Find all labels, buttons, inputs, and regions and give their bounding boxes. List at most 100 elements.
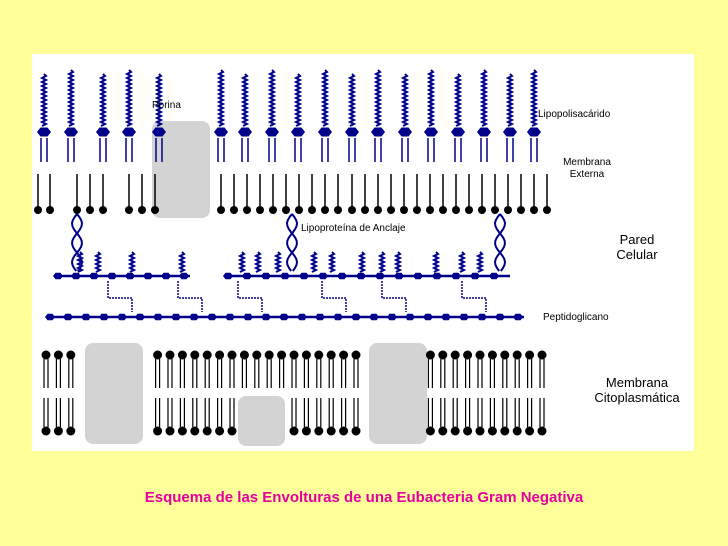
inner-lipid-head [438, 350, 448, 360]
glycan-unit [477, 313, 487, 321]
glycan-unit [351, 313, 361, 321]
lipoprotein-strand [285, 213, 298, 272]
lps-head [214, 127, 228, 137]
glycan-unit [394, 272, 404, 280]
outer-lipid-head [269, 206, 277, 214]
inner-lipid-head [227, 426, 237, 436]
lps-sugar-chain [240, 73, 250, 127]
glycan-unit [53, 272, 63, 280]
glycan-unit [459, 313, 469, 321]
glycan-unit [135, 313, 145, 321]
lps-sugar-chain [124, 69, 134, 127]
outer-lipid-head [295, 206, 303, 214]
glycan-unit [318, 272, 328, 280]
lps-sugar-chain [267, 69, 277, 127]
glycan-unit [242, 272, 252, 280]
lps-sugar-chain [154, 73, 164, 127]
lps-sugar-chain [66, 69, 76, 127]
glycan-unit [117, 313, 127, 321]
glycan-unit [71, 272, 81, 280]
inner-lipid-head [525, 350, 535, 360]
inner-lipid-head [177, 426, 187, 436]
glycan-unit [81, 313, 91, 321]
glycan-unit [279, 313, 289, 321]
label-membrana-citoplasmatica-line2: Citoplasmática [594, 390, 680, 405]
inner-lipid-head [512, 426, 522, 436]
inner-lipid-head [165, 426, 175, 436]
glycan-unit [171, 313, 181, 321]
lps-sugar-chain [98, 73, 108, 127]
peptide-crosslink [177, 281, 203, 312]
label-membrana-citoplasmatica-line1: Membrana [605, 375, 669, 390]
inner-lipid-head [165, 350, 175, 360]
glycan-unit [125, 272, 135, 280]
outer-lipid-head [504, 206, 512, 214]
glycan-unit [495, 313, 505, 321]
inner-lipid-head [438, 426, 448, 436]
outer-lipid-head [86, 206, 94, 214]
peptide-chain [177, 251, 187, 273]
outer-lipid-head [334, 206, 342, 214]
glycan-unit [161, 272, 171, 280]
outer-lipid-head [282, 206, 290, 214]
glycan-unit [107, 272, 117, 280]
inner-lipid-head [339, 350, 349, 360]
outer-lipid-head [491, 206, 499, 214]
inner-lipid-head [301, 426, 311, 436]
inner-lipid-head [475, 350, 485, 360]
peptide-chain [327, 251, 337, 273]
outer-lipid-head [256, 206, 264, 214]
glycan-unit [89, 272, 99, 280]
lipoprotein-strand [286, 213, 299, 272]
lps-head [345, 127, 359, 137]
glycan-unit [315, 313, 325, 321]
cell-envelope-diagram [34, 69, 551, 446]
outer-lipid-head [125, 206, 133, 214]
outer-lipid-head [99, 206, 107, 214]
inner-lipid-head [66, 426, 76, 436]
peptidoglycan [45, 251, 524, 321]
outer-lipid-head [374, 206, 382, 214]
lps-head [477, 127, 491, 137]
outer-lipid-head [308, 206, 316, 214]
glycan-unit [513, 313, 523, 321]
peptide-chain [457, 251, 467, 273]
lps-sugar-chain [529, 69, 539, 127]
lps-head [371, 127, 385, 137]
inner-lipid-head [537, 350, 547, 360]
lps-head [238, 127, 252, 137]
glycan-unit [189, 313, 199, 321]
glycan-unit [356, 272, 366, 280]
glycan-unit [441, 313, 451, 321]
inner-lipid-head [264, 350, 274, 360]
label-pared-celular: Pared Celular [602, 232, 672, 262]
inner-lipid-head [239, 350, 249, 360]
lps-sugar-chain [400, 73, 410, 127]
label-membrana-externa: Membrana Externa [547, 157, 627, 181]
inner-lipid-head [500, 350, 510, 360]
inner-lipid-head [450, 350, 460, 360]
peptide-chain [377, 251, 387, 273]
label-pared-celular-line1: Pared [619, 232, 655, 247]
outer-lipid-head [151, 206, 159, 214]
glycan-unit [179, 272, 189, 280]
lps-head [291, 127, 305, 137]
inner-lipid-head [301, 350, 311, 360]
peptide-chain [253, 251, 263, 273]
peptide-chain [273, 251, 283, 273]
outer-lipid-head [530, 206, 538, 214]
glycan-unit [470, 272, 480, 280]
lps-head [265, 127, 279, 137]
inner-lipid-head [314, 426, 324, 436]
lps-head [398, 127, 412, 137]
lps-head [64, 127, 78, 137]
glycan-unit [153, 313, 163, 321]
outer-lipid-head [439, 206, 447, 214]
inner-lipid-head [537, 426, 547, 436]
label-membrana-citoplasmatica: Membrana Citoplasmática [585, 375, 689, 405]
peptide-crosslink [321, 281, 347, 312]
outer-lipid-head [543, 206, 551, 214]
outer-lipid-head [243, 206, 251, 214]
glycan-unit [333, 313, 343, 321]
glycan-unit [299, 272, 309, 280]
